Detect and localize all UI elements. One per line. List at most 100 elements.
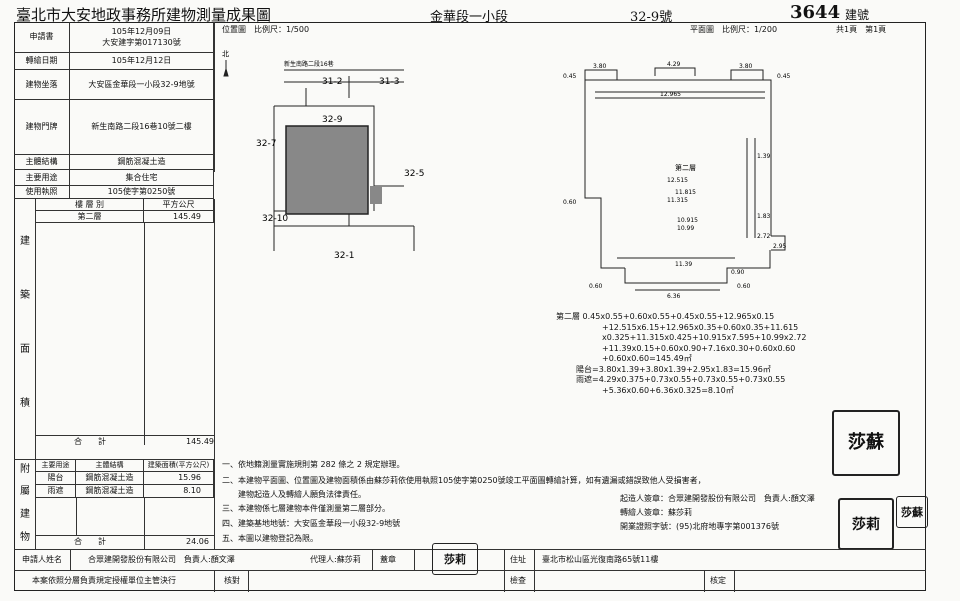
calc-line: +5.36x0.60+6.36x0.325=8.10㎡ bbox=[602, 385, 734, 395]
building-number-label: 建號 bbox=[845, 8, 870, 22]
lot-label: 31-2 bbox=[322, 77, 342, 87]
drafter-signature: 莎蘇 bbox=[896, 496, 928, 528]
page-count: 共1頁 第1頁 bbox=[836, 25, 887, 34]
dim-label: 11.39 bbox=[675, 261, 692, 268]
target-parcel-hatch bbox=[285, 125, 369, 215]
license-number: 開業證照字號：(95)北府地專字第001376號 bbox=[620, 522, 779, 531]
lot-label: 31-3 bbox=[379, 77, 399, 87]
dim-label: 0.45 bbox=[563, 73, 577, 80]
lot-label: 32-7 bbox=[256, 139, 276, 149]
attached-header: 建築面積(平方公尺) bbox=[144, 459, 214, 472]
dim-label: 12.515 bbox=[667, 177, 688, 184]
area-total: 145.49 bbox=[186, 437, 214, 446]
attached-use: 陽台 bbox=[36, 472, 76, 485]
info-value: 集合住宅 bbox=[70, 170, 214, 186]
info-label: 主要用途 bbox=[14, 170, 70, 186]
attached-side-label: 建 bbox=[20, 509, 30, 520]
attached-total-label: 合 計 bbox=[74, 537, 106, 546]
lot-label: 32-10 bbox=[262, 214, 288, 224]
attached-total: 24.06 bbox=[186, 537, 209, 546]
calc-line: x0.325+11.315x0.425+10.915x7.595+10.99x2… bbox=[602, 333, 807, 342]
info-value: 105使字第0250號 bbox=[70, 186, 214, 199]
area-table: 建 築 面 積 樓 層 別 平方公尺 第二層 145.49 合 計 145.49 bbox=[14, 199, 215, 460]
drafter-seal-text: 莎莉 bbox=[852, 517, 880, 533]
drafter-signer: 轉繪人簽章：蘇莎莉 bbox=[620, 508, 692, 517]
builder-signer: 起造人簽章：合眾建開發股份有限公司 負責人:顏文澤 bbox=[620, 494, 815, 503]
info-value: 105年12月12日 bbox=[70, 53, 214, 70]
calc-line: +11.39x0.15+0.60x0.90+7.16x0.30+0.60x0.6… bbox=[602, 343, 796, 353]
address-label: 住址 bbox=[510, 555, 526, 564]
road-label: 新生南路二段16巷 bbox=[284, 60, 334, 68]
area-col-area: 平方公尺 bbox=[144, 199, 214, 211]
location-plan: 北 新生南路二段16巷 31-2 31-3 32-9 32-7 32-5 32-… bbox=[222, 50, 424, 261]
floor-plan-label: 平面圖 比例尺：1/200 bbox=[690, 25, 778, 34]
lot-label: 32-9 bbox=[322, 115, 343, 125]
dim-label: 2.95 bbox=[773, 243, 787, 250]
inspect-label: 檢查 bbox=[510, 576, 526, 585]
dim-label: 1.83 bbox=[757, 213, 771, 220]
info-label: 建物坐落 bbox=[14, 70, 70, 100]
attached-struct: 鋼筋混凝土造 bbox=[76, 485, 144, 498]
area-calculation: 第二層 0.45x0.55+0.60x0.55+0.45x0.55+12.965… bbox=[556, 312, 806, 396]
area-side-label: 築 bbox=[20, 290, 30, 301]
area-side-label: 建 bbox=[20, 236, 30, 247]
dim-label: 10.99 bbox=[677, 225, 694, 232]
attached-area: 15.96 bbox=[144, 472, 214, 485]
dim-label: 0.90 bbox=[731, 269, 745, 276]
note-line: 一、依地籍測量實施規則第 282 條之 2 規定辦理。 bbox=[222, 460, 405, 469]
attached-side-label: 屬 bbox=[20, 486, 30, 497]
seal-label: 蓋章 bbox=[380, 555, 396, 564]
address: 臺北市松山區光復南路65號11樓 bbox=[542, 555, 659, 564]
info-value: 新生南路二段16巷10號二樓 bbox=[70, 100, 214, 155]
area-total-label: 合 計 bbox=[74, 437, 106, 446]
note-line: 建物起造人及轉繪人願負法律責任。 bbox=[222, 490, 366, 499]
official-seal-text: 莎蘇 bbox=[848, 432, 884, 453]
info-value: 105年12月09日 大安建字第017130號 bbox=[70, 22, 214, 53]
attached-header: 主體結構 bbox=[76, 459, 144, 472]
section-name: 金華段一小段 bbox=[430, 10, 509, 25]
dim-label: 0.60 bbox=[563, 199, 577, 206]
attached-area: 8.10 bbox=[144, 485, 214, 498]
dim-label: 0.60 bbox=[589, 283, 603, 290]
document-frame bbox=[14, 22, 926, 591]
note-line: 三、本建物係七層建物本件僅測量第二層部分。 bbox=[222, 504, 390, 513]
info-value: 鋼筋混凝土造 bbox=[70, 155, 214, 170]
check-label: 核對 bbox=[224, 576, 240, 585]
calc-line: 第二層 0.45x0.55+0.60x0.55+0.45x0.55+12.965… bbox=[556, 312, 775, 321]
dim-label: 4.29 bbox=[667, 61, 681, 68]
drafter-signature-text: 莎蘇 bbox=[901, 506, 923, 519]
lot-label: 32-1 bbox=[334, 251, 354, 261]
attached-use: 雨遮 bbox=[36, 485, 76, 498]
dim-label: 2.72 bbox=[757, 233, 771, 240]
attached-struct: 鋼筋混凝土造 bbox=[76, 472, 144, 485]
note-line: 五、本圖以建物登記為限。 bbox=[222, 534, 318, 543]
calc-line: +12.515x6.15+12.965x0.35+0.60x0.35+11.61… bbox=[602, 322, 799, 332]
dim-label: 0.45 bbox=[777, 73, 791, 80]
document-title: 臺北市大安地政事務所建物測量成果圖 bbox=[16, 6, 272, 24]
info-label: 申請書 bbox=[14, 22, 70, 53]
dim-label: 3.80 bbox=[739, 63, 753, 70]
note-line: 二、本建物平面圖、位置圖及建物面積係由蘇莎莉依使用執照105使字第0250號竣工… bbox=[222, 476, 706, 485]
applicant-name: 合眾建開發股份有限公司 負責人:顏文澤 bbox=[88, 555, 235, 564]
attached-header: 主要用途 bbox=[36, 459, 76, 472]
calc-line: 雨遮=4.29x0.375+0.73x0.55+0.73x0.55+0.73x0… bbox=[576, 375, 786, 384]
footer-table: 申請人姓名 合眾建開發股份有限公司 負責人:顏文澤 代理人:蘇莎莉 蓋章 住址 … bbox=[14, 549, 926, 592]
info-label: 建物門牌 bbox=[14, 100, 70, 155]
official-seal: 莎蘇 bbox=[832, 410, 900, 476]
info-table: 申請書 105年12月09日 大安建字第017130號 轉繪日期 105年12月… bbox=[14, 22, 215, 172]
north-label: 北 bbox=[222, 50, 229, 58]
dim-label: 1.39 bbox=[757, 153, 771, 160]
dim-label: 12.965 bbox=[660, 91, 681, 98]
area-value: 145.49 bbox=[144, 211, 214, 223]
area-side-label: 面 bbox=[20, 344, 30, 355]
calc-line: 陽台=3.80x1.39+3.80x1.39+2.95x1.83=15.96㎡ bbox=[576, 364, 771, 374]
attached-side-label: 附 bbox=[20, 464, 30, 475]
area-floor: 第二層 bbox=[36, 211, 144, 223]
applicant-label: 申請人姓名 bbox=[22, 555, 62, 564]
drafter-seal: 莎莉 bbox=[838, 498, 894, 550]
dim-label: 10.915 bbox=[677, 217, 698, 224]
review-label: 核定 bbox=[710, 576, 726, 585]
calc-line: +0.60x0.60=145.49㎡ bbox=[602, 354, 692, 363]
agent-name: 代理人:蘇莎莉 bbox=[310, 555, 361, 564]
floor-name: 第二層 bbox=[675, 163, 696, 172]
